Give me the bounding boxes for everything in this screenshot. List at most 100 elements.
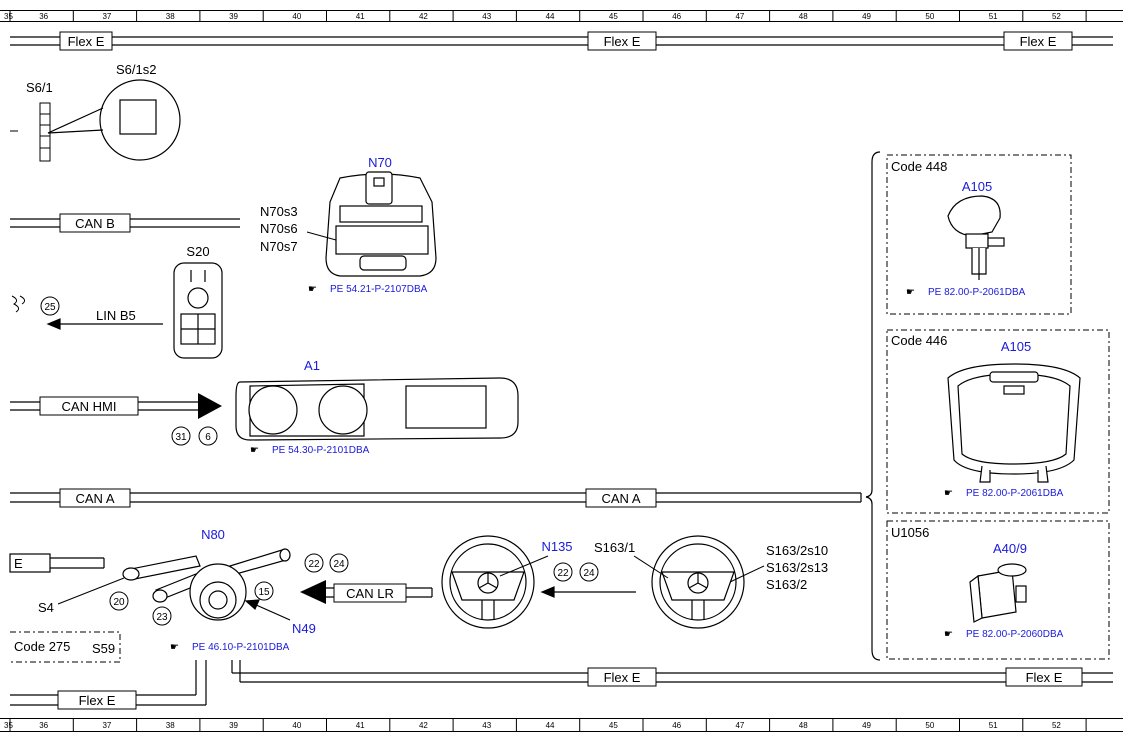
n70-overhead-module (325, 171, 437, 277)
top-ruler-number: 47 (735, 12, 744, 21)
a40-9-controller (969, 563, 1027, 623)
can-a-text: CAN A (601, 491, 640, 506)
can-a-label-2: CAN A (585, 488, 657, 508)
n70s6-label: N70s6 (260, 221, 298, 236)
pointing-hand-icon: ☛ (308, 284, 317, 295)
bottom-ruler-number: 42 (419, 721, 428, 730)
flex-e-label-2: Flex E (587, 31, 657, 51)
code-448-label: Code 448 (891, 159, 947, 174)
code-446-box (886, 329, 1110, 514)
pointing-hand-icon: ☛ (944, 488, 953, 499)
circle-15: 15 (254, 581, 274, 601)
a105-446-ref-text[interactable]: PE 82.00-P-2061DBA (966, 488, 1064, 499)
bottom-ruler-number: 39 (229, 721, 238, 730)
top-ruler-number: 48 (799, 12, 808, 21)
a1-ref[interactable]: ☛ PE 54.30-P-2101DBA (250, 445, 370, 456)
a105-448-label: A105 (962, 179, 992, 194)
n70-label: N70 (368, 155, 392, 170)
bottom-ruler-number: 35 (4, 721, 13, 730)
top-ruler-number: 41 (356, 12, 365, 21)
circle-24-a: 24 (329, 553, 349, 573)
top-ruler-number: 39 (229, 12, 238, 21)
a40-9-label: A40/9 (993, 541, 1027, 556)
top-ruler-number: 52 (1052, 12, 1061, 21)
bottom-ruler-number: 47 (735, 721, 744, 730)
can-lr-text: CAN LR (346, 586, 394, 601)
n80-ref-text[interactable]: PE 46.10-P-2101DBA (192, 642, 290, 653)
right-brace (865, 151, 881, 661)
flex-e-text: Flex E (1026, 670, 1063, 685)
s163-2s10-label: S163/2s10 (766, 543, 828, 558)
top-ruler-number: 43 (482, 12, 491, 21)
bottom-ruler-number: 50 (925, 721, 934, 730)
top-ruler-number: 37 (102, 12, 111, 21)
flex-e-text: Flex E (68, 34, 105, 49)
circle-6: 6 (198, 426, 218, 446)
n70s3-label: N70s3 (260, 204, 298, 219)
partial-e-text: E (14, 556, 23, 571)
flex-e-label-6: Flex E (57, 690, 137, 710)
svg-text:20: 20 (113, 597, 125, 608)
bottom-ruler-number: 48 (799, 721, 808, 730)
n135-label: N135 (541, 539, 572, 554)
circle-31: 31 (171, 426, 191, 446)
s163-2-label: S163/2 (766, 577, 807, 592)
a1-instrument-cluster (235, 377, 519, 441)
circle-20: 20 (109, 591, 129, 611)
top-ruler-number: 38 (166, 12, 175, 21)
can-hmi-text: CAN HMI (62, 399, 117, 414)
bottom-ruler-number: 49 (862, 721, 871, 730)
flex-e-top-bus (10, 36, 1113, 46)
can-lr-arrow (300, 580, 326, 604)
code-446-label: Code 446 (891, 333, 947, 348)
flex-e-text: Flex E (1020, 34, 1057, 49)
n70s7-label: N70s7 (260, 239, 298, 254)
bottom-ruler-number: 37 (102, 721, 111, 730)
bottom-ruler-number: 38 (166, 721, 175, 730)
svg-text:31: 31 (175, 432, 187, 443)
top-ruler-number: 44 (546, 12, 555, 21)
a105-448-ref[interactable]: ☛ PE 82.00-P-2061DBA (906, 287, 1026, 298)
pointing-hand-icon: ☛ (170, 642, 179, 653)
a105-446-ref[interactable]: ☛ PE 82.00-P-2061DBA (944, 488, 1064, 499)
s6-1-label: S6/1 (26, 80, 53, 95)
n70-ref-text[interactable]: PE 54.21-P-2107DBA (330, 284, 428, 295)
s6-1s2-label: S6/1s2 (116, 62, 156, 77)
svg-text:24: 24 (333, 559, 345, 570)
can-hmi-label: CAN HMI (39, 396, 139, 416)
bottom-ruler-number: 43 (482, 721, 491, 730)
a105-448-ref-text[interactable]: PE 82.00-P-2061DBA (928, 287, 1026, 298)
n135-steering-wheel (441, 535, 535, 629)
circle-25: 25 (40, 296, 60, 316)
svg-text:24: 24 (583, 568, 595, 579)
svg-text:6: 6 (205, 432, 211, 443)
top-ruler-number: 35 (4, 12, 13, 21)
connector-symbol-icon (11, 295, 26, 313)
flex-e-text: Flex E (79, 693, 116, 708)
s163-1-label: S163/1 (594, 540, 635, 555)
a40-9-ref[interactable]: ☛ PE 82.00-P-2060DBA (944, 629, 1064, 640)
a1-ref-text[interactable]: PE 54.30-P-2101DBA (272, 445, 370, 456)
n80-ref[interactable]: ☛ PE 46.10-P-2101DBA (170, 642, 290, 653)
flex-e-label-3: Flex E (1003, 31, 1073, 51)
top-ruler-number: 50 (925, 12, 934, 21)
top-ruler-number: 40 (292, 12, 301, 21)
wheel-signal-arrow (540, 586, 636, 598)
code-275-label: Code 275 (14, 639, 70, 654)
circle-24-b: 24 (579, 562, 599, 582)
a40-9-ref-text[interactable]: PE 82.00-P-2060DBA (966, 629, 1064, 640)
a105-446-label: A105 (1001, 339, 1031, 354)
bottom-ruler-number: 41 (356, 721, 365, 730)
top-ruler-number: 49 (862, 12, 871, 21)
s20-key-switch (173, 262, 223, 359)
lin-b5-text: LIN B5 (96, 308, 136, 323)
circle-22-b: 22 (553, 562, 573, 582)
flex-e-text: Flex E (604, 34, 641, 49)
n70-ref[interactable]: ☛ PE 54.21-P-2107DBA (308, 284, 428, 295)
can-hmi-arrow (198, 393, 222, 419)
bottom-ruler-number: 51 (989, 721, 998, 730)
s6-1-switch-strip (10, 102, 51, 162)
bottom-ruler-number: 45 (609, 721, 618, 730)
can-a-label-1: CAN A (59, 488, 131, 508)
